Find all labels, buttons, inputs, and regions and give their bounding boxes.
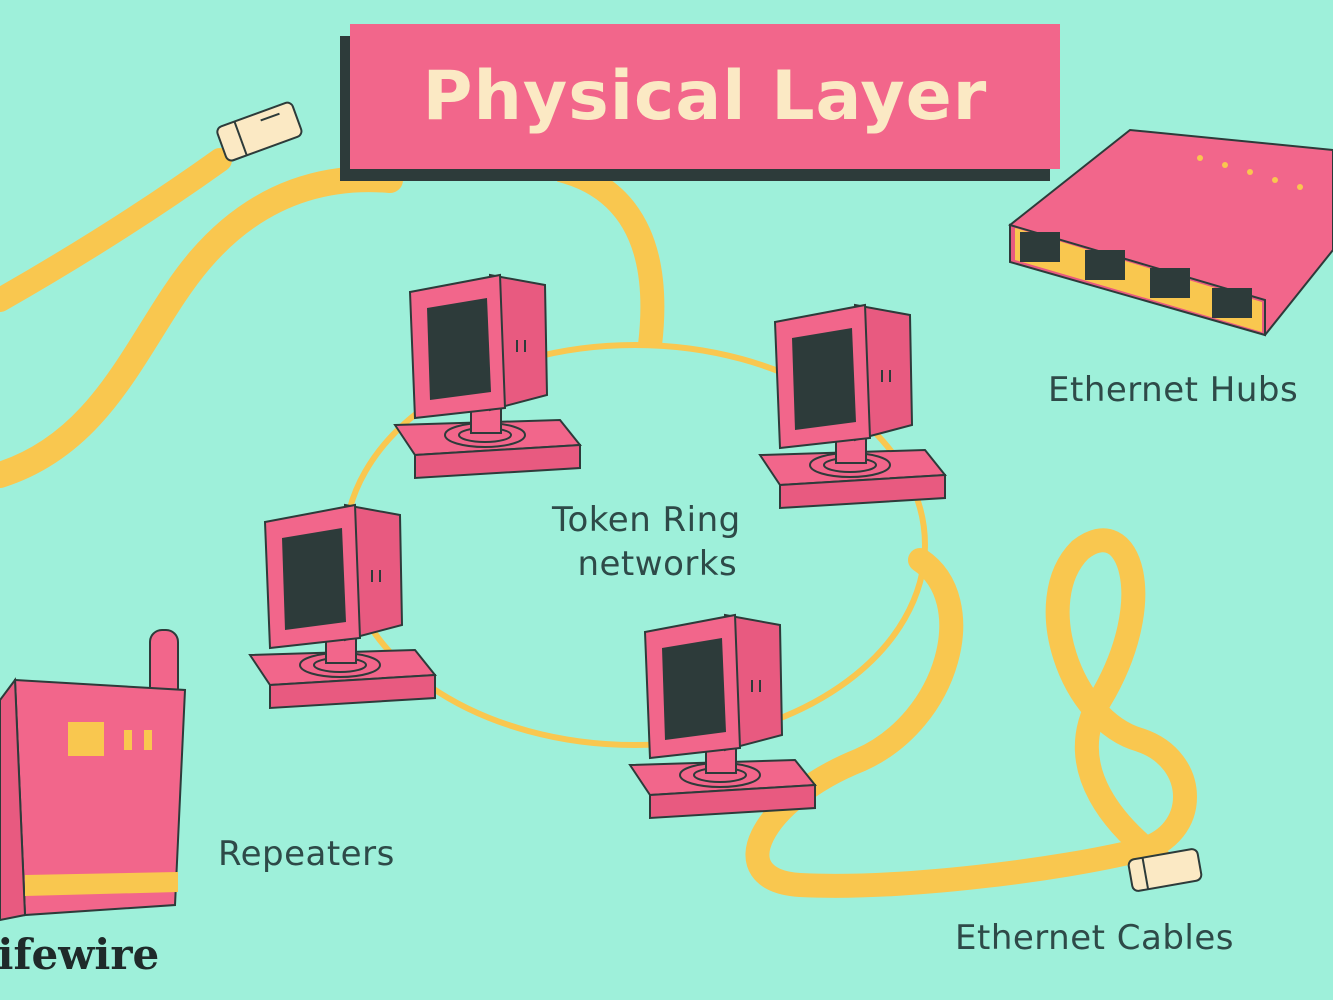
cable-connector-top (216, 101, 303, 162)
label-ethernet-cables: Ethernet Cables (955, 918, 1235, 958)
computer-icon (394, 274, 581, 479)
ethernet-cable-top (0, 148, 232, 312)
title-banner: Physical Layer (350, 24, 1060, 169)
computer-icon (249, 504, 436, 709)
label-repeaters: Repeaters (218, 834, 395, 874)
label-token-ring-line1: Token Ring (552, 500, 741, 540)
brand-logo: Lifewire (0, 930, 160, 979)
ethernet-cable-left (0, 166, 403, 488)
page-title: Physical Layer (422, 57, 988, 136)
ethernet-hub-icon (1008, 128, 1333, 337)
label-ethernet-hubs: Ethernet Hubs (1048, 370, 1299, 410)
cable-connector-bottom (1127, 848, 1203, 892)
repeater-icon (0, 629, 187, 922)
banner-cable (556, 158, 665, 347)
label-token-ring: Token Ring networks (552, 498, 741, 586)
computer-icon (759, 304, 946, 509)
label-token-ring-line2: networks (577, 544, 738, 585)
ethernet-cable-right (745, 528, 1197, 898)
